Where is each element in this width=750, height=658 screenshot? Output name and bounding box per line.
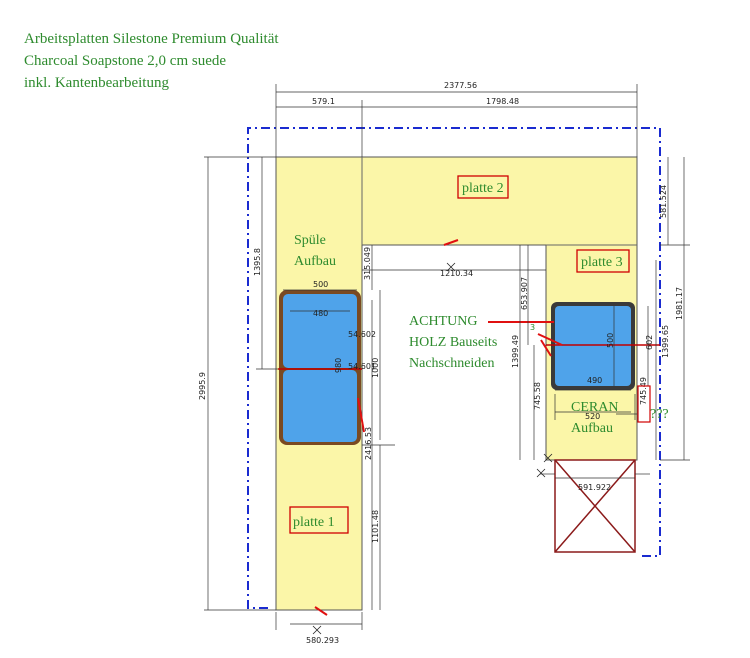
header-line-2: Charcoal Soapstone 2,0 cm suede <box>24 53 227 69</box>
platte-3-label: platte 3 <box>581 255 623 270</box>
dim-sink-height: 980 <box>334 358 343 373</box>
marker-number: 3 <box>530 323 535 332</box>
reference-crosses <box>312 262 553 635</box>
cabinet-box <box>554 459 636 553</box>
dim-inner-gap-height: 315.049 <box>363 247 372 280</box>
dim-bottom-width: 580.293 <box>306 636 339 645</box>
platte-2-label: platte 2 <box>462 181 504 196</box>
dim-cook-inner-height-2: 602 <box>645 335 654 350</box>
joint-marks <box>314 239 563 616</box>
ceran-label: CERAN <box>571 400 618 415</box>
platte-1-box <box>289 506 349 534</box>
cook-side-box <box>637 385 651 423</box>
dim-total-width: 2377.56 <box>444 81 477 90</box>
dim-inner-width: 1210.34 <box>440 269 473 278</box>
dim-sink-offset-2: 54.601 <box>348 362 376 371</box>
platte-2-box <box>457 175 509 199</box>
sink-label: Spüle <box>294 233 326 248</box>
question-label: ??? <box>650 407 669 422</box>
sink-basin-bottom <box>283 370 357 442</box>
header-line-3: inkl. Kantenbearbeitung <box>24 75 169 91</box>
dim-left-upper-height: 1395.8 <box>253 248 262 276</box>
dim-bottom-run-height: 1101.48 <box>371 510 380 543</box>
dimension-lines <box>204 84 690 630</box>
dim-cook-outer-width: 520 <box>585 412 600 421</box>
ceran-aufbau-label: Aufbau <box>571 421 613 436</box>
dim-cook-height-2: 1399.49 <box>511 335 520 368</box>
platte-3-box <box>576 249 630 273</box>
dim-cook-inner-width: 490 <box>587 376 602 385</box>
dim-cook-side: 745.49 <box>639 377 648 405</box>
sink-basin-top <box>283 294 357 368</box>
warning-label: ACHTUNG <box>409 314 477 329</box>
cabinet-diag-2 <box>554 459 636 553</box>
warning-holz-label: HOLZ Bauseits <box>409 335 497 350</box>
cooktop-surface <box>555 306 631 386</box>
dim-sink-offset-1: 54.602 <box>348 330 376 339</box>
dim-right-height-2: 1981.17 <box>675 287 684 320</box>
warning-cut-label: Nachschneiden <box>409 356 495 371</box>
dim-sink-outer-width: 500 <box>313 280 328 289</box>
wall-outline <box>247 127 661 609</box>
dim-right-height-3: 1399.65 <box>661 325 670 358</box>
dim-total-height: 2995.9 <box>198 372 207 400</box>
dim-sink-inner-width: 480 <box>313 309 328 318</box>
dim-right-height-1: 581.524 <box>659 185 668 218</box>
platte-1-label: platte 1 <box>293 515 335 530</box>
dim-left-width: 579.1 <box>312 97 335 106</box>
header-line-1: Arbeitsplatten Silestone Premium Qualitä… <box>24 31 279 47</box>
dim-cook-height-3: 745.58 <box>533 382 542 410</box>
dim-cook-height-1: 653.907 <box>520 277 529 310</box>
dim-sink-side-height: 1000 <box>371 358 380 378</box>
dim-cook-inner-height: 500 <box>606 333 615 348</box>
header-notes: Arbeitsplatten Silestone Premium Qualitä… <box>24 28 279 94</box>
dim-right-width: 1798.48 <box>486 97 519 106</box>
dim-left-run-height: 2416.53 <box>364 427 373 460</box>
dim-box-width: 591.922 <box>578 483 611 492</box>
sink-aufbau-label: Aufbau <box>294 254 336 269</box>
